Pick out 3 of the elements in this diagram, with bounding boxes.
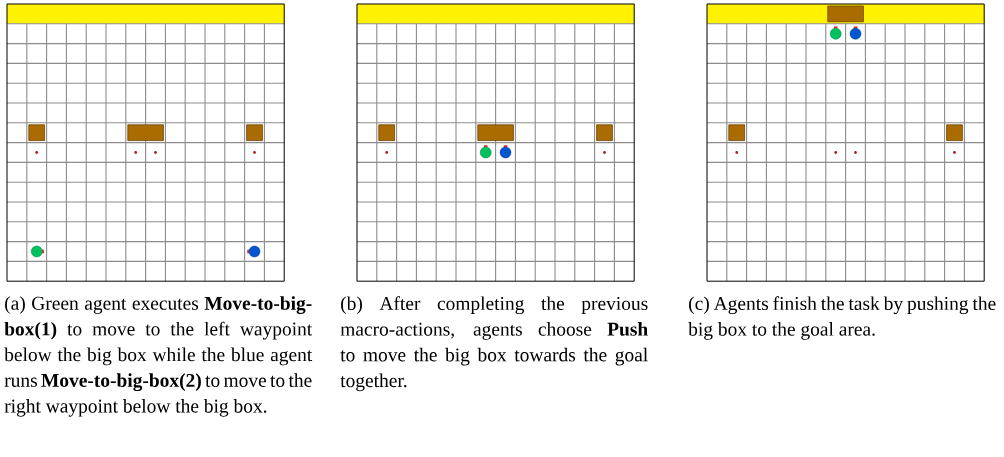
caption: (a) Green agent executes Move-to-big-box(1) to move to the left waypoint below the big box while the blue agent runs Move-to-big-box(2) to move to the right waypoint below the big box. [4,296,313,417]
caption: (c) Agents finish the task by pushing the big box to the goal area. [688,296,996,340]
caption: (b) After completing the previous macro-actions, agents choose Push to move the big box towards the goal together. [340,296,648,392]
